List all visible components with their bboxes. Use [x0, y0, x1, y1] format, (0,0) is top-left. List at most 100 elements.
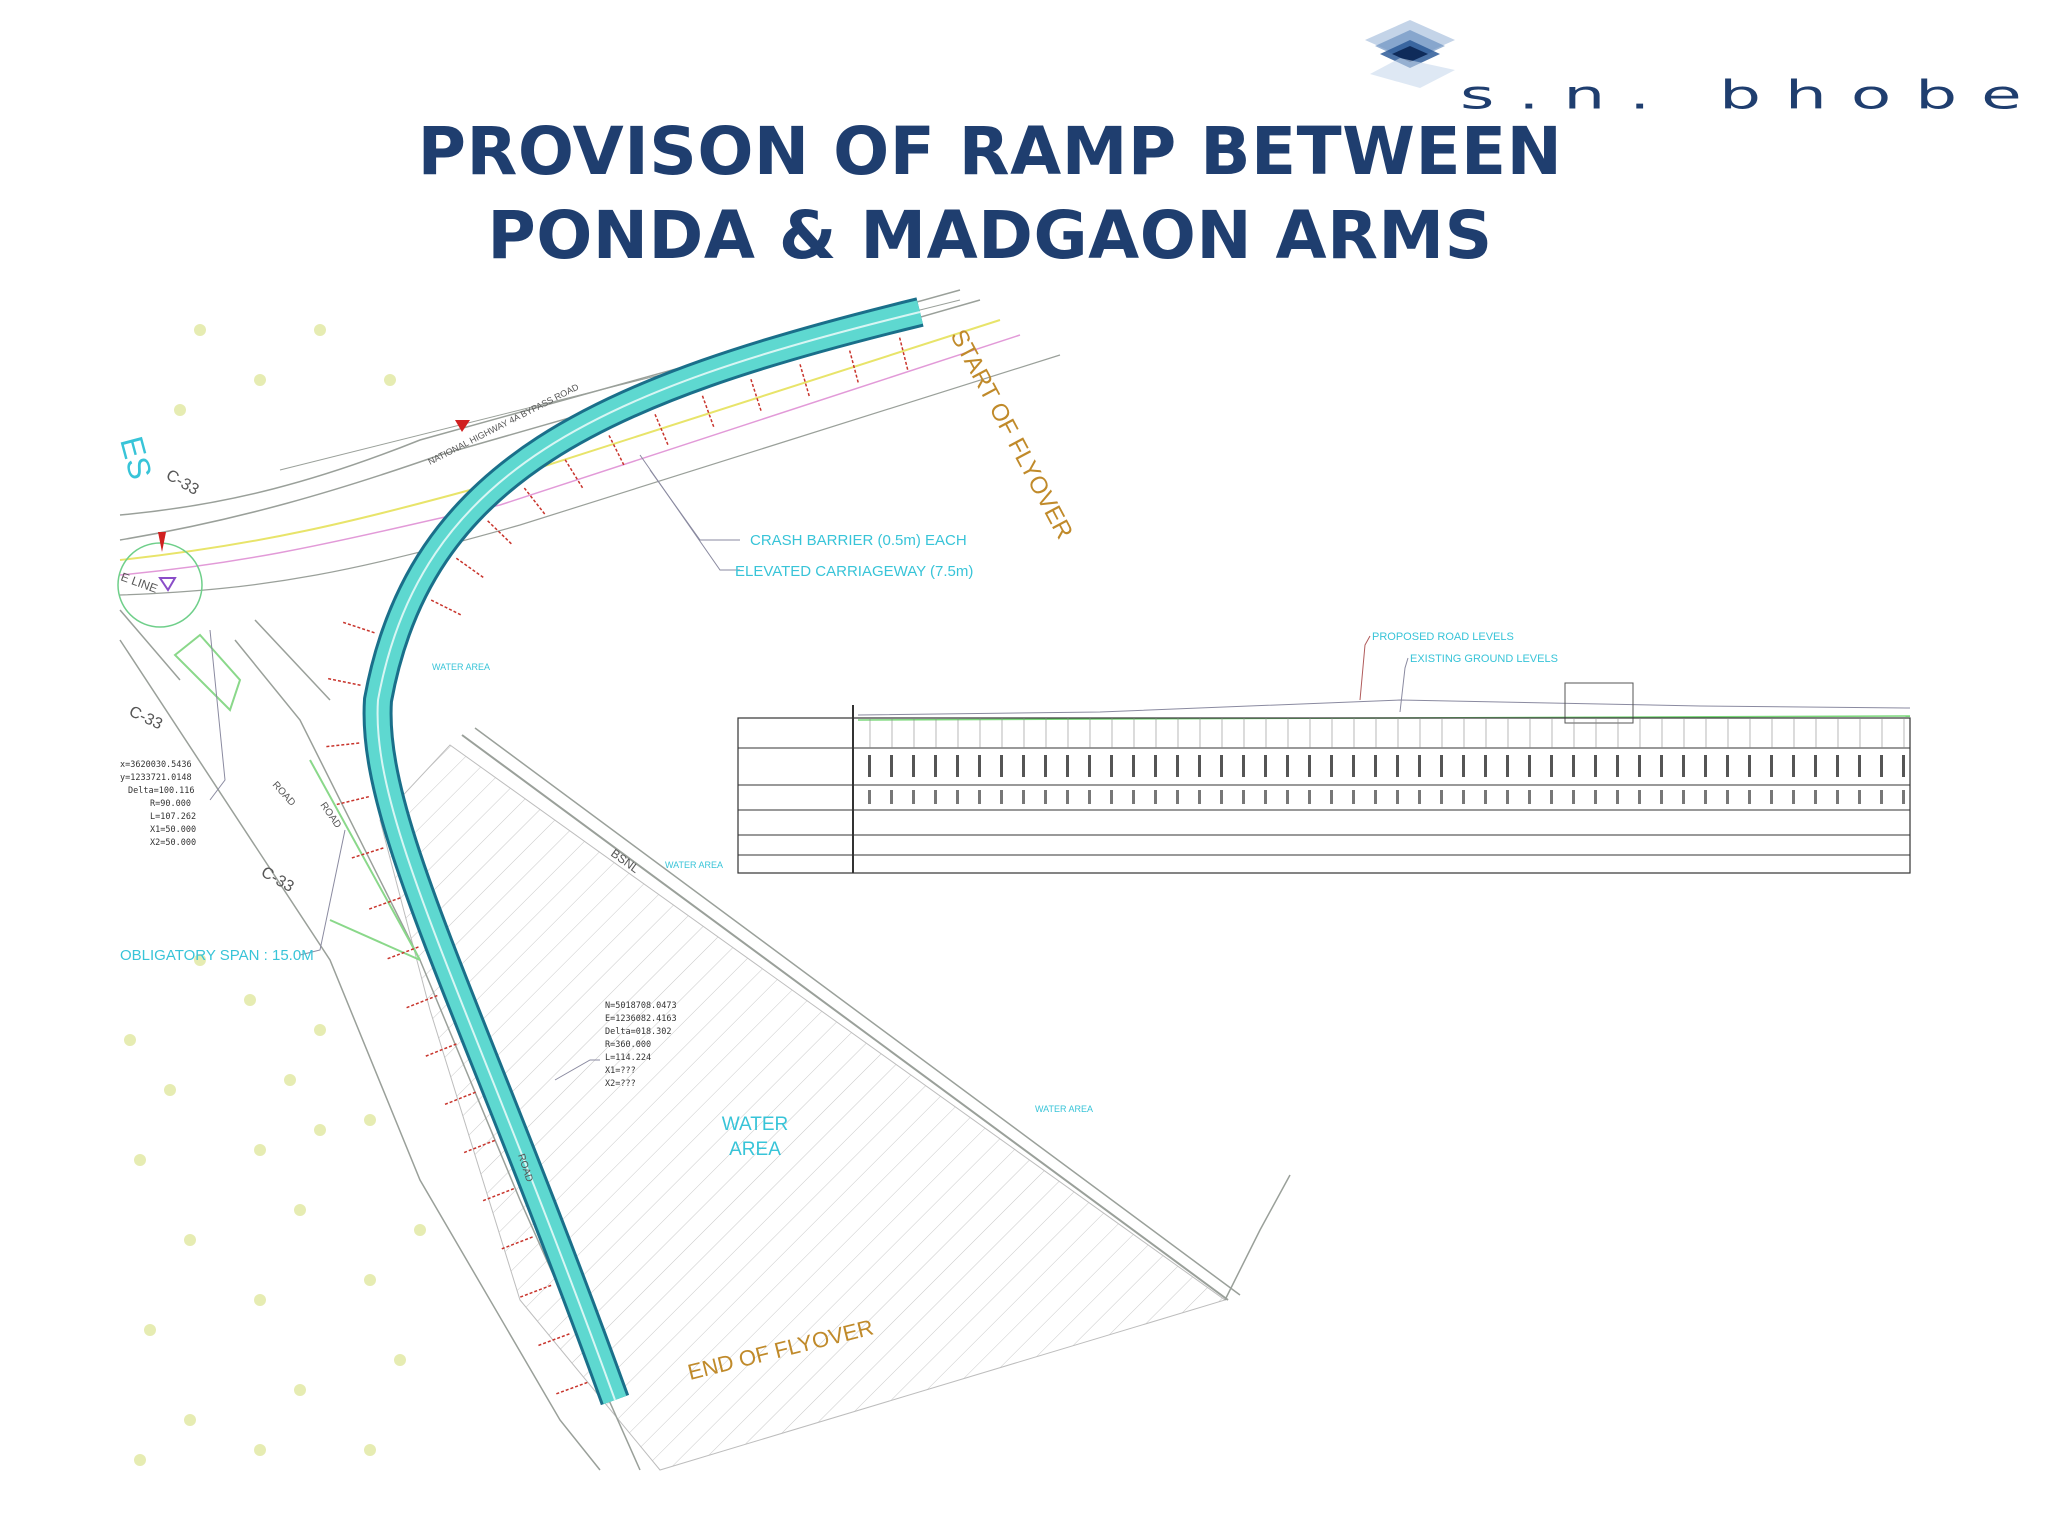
water-boundary-line: [1224, 1174, 1291, 1301]
profile-value-mark: [1066, 755, 1069, 777]
tree-icon: [294, 1204, 306, 1216]
curve1-leader: [209, 629, 226, 801]
chainage-tick: [750, 379, 763, 413]
profile-value-mark: [912, 755, 915, 777]
chainage-tick: [455, 557, 486, 580]
profile-value-mark: [1110, 790, 1113, 804]
profile-value-mark: [1594, 790, 1597, 804]
profile-value-mark: [1374, 755, 1377, 777]
profile-value-mark: [1154, 755, 1157, 777]
chainage-tick: [385, 946, 419, 961]
crash-barrier-label: CRASH BARRIER (0.5m) EACH: [750, 532, 967, 549]
tree-icon: [284, 1074, 296, 1086]
chainage-tick: [898, 337, 909, 372]
profile-value-mark: [1594, 755, 1597, 777]
profile-value-mark: [1066, 790, 1069, 804]
tree-icon: [364, 1274, 376, 1286]
chainage-tick: [423, 1043, 457, 1058]
tree-icon: [314, 1024, 326, 1036]
curve2-data-line: E=1236082.4163: [605, 1014, 677, 1024]
profile-value-mark: [1572, 755, 1575, 777]
profile-value-mark: [1264, 790, 1267, 804]
bsnl-road-edge-2: [474, 727, 1241, 1296]
tree-icon: [384, 374, 396, 386]
profile-value-mark: [1154, 790, 1157, 804]
profile-value-mark: [1902, 790, 1905, 804]
profile-value-mark: [868, 755, 871, 777]
profile-value-mark: [1462, 755, 1465, 777]
profile-value-mark: [1506, 755, 1509, 777]
profile-value-mark: [1176, 755, 1179, 777]
chainage-tick: [564, 459, 585, 490]
profile-value-mark: [1396, 790, 1399, 804]
span-leader: [299, 829, 346, 956]
profile-value-mark: [1352, 755, 1355, 777]
profile-value-mark: [1506, 790, 1509, 804]
curve1-data-line: R=90.000: [150, 799, 191, 809]
profile-value-mark: [1220, 790, 1223, 804]
tree-icon: [144, 1324, 156, 1336]
tree-icon: [254, 1444, 266, 1456]
curve1-data-line: X2=50.000: [150, 838, 196, 848]
chainage-ticks: [324, 337, 909, 1396]
road-label-1: ROAD: [270, 780, 298, 809]
profile-value-mark: [934, 790, 937, 804]
profile-value-mark: [1418, 790, 1421, 804]
survey-marker-icon: [158, 577, 177, 592]
tree-icon: [254, 1144, 266, 1156]
profile-value-mark: [1044, 755, 1047, 777]
chainage-tick: [701, 395, 716, 429]
pointer-arrow-icon: [158, 532, 166, 552]
profile-value-mark: [1726, 755, 1729, 777]
profile-value-mark: [1088, 790, 1091, 804]
profile-value-mark: [1044, 790, 1047, 804]
roundabout-circle: [117, 542, 203, 628]
profile-value-mark: [1770, 755, 1773, 777]
highway-lines: [119, 289, 1061, 596]
chainage-tick: [324, 742, 360, 748]
profile-value-mark: [978, 790, 981, 804]
profile-value-mark: [1792, 790, 1795, 804]
green-island: [173, 633, 421, 961]
profile-value-mark: [1242, 790, 1245, 804]
water-area-small-2: WATER AREA: [665, 860, 723, 870]
profile-value-mark: [1396, 755, 1399, 777]
profile-value-mark: [1572, 790, 1575, 804]
chainage-tick: [799, 364, 811, 399]
tree-icon: [134, 1454, 146, 1466]
chainage-tick: [341, 621, 375, 634]
proposed-levels-label: PROPOSED ROAD LEVELS: [1372, 631, 1514, 643]
profile-value-mark: [890, 755, 893, 777]
chainage-tick: [487, 520, 514, 546]
tree-icon: [184, 1234, 196, 1246]
profile-value-mark: [1308, 755, 1311, 777]
curve1-data-line: x=3620030.5436: [120, 760, 192, 770]
profile-value-mark: [1616, 755, 1619, 777]
profile-value-mark: [978, 755, 981, 777]
profile-value-mark: [1880, 790, 1883, 804]
bsnl-road-edge-1: [461, 734, 1229, 1301]
longitudinal-profile: PROPOSED ROAD LEVELS EXISTING GROUND LEV…: [737, 631, 1911, 874]
crash-barrier-leader: [649, 469, 740, 541]
ramp-centerline: [376, 311, 921, 1401]
profile-value-mark: [1308, 790, 1311, 804]
tree-icon: [194, 324, 206, 336]
c33-label-2: C-33: [126, 703, 165, 733]
curve2-data-line: N=5018708.0473: [605, 1001, 677, 1011]
profile-value-mark: [1792, 755, 1795, 777]
profile-value-mark: [1484, 755, 1487, 777]
profile-value-mark: [1330, 755, 1333, 777]
tree-icon: [244, 994, 256, 1006]
tree-icon: [394, 1354, 406, 1366]
profile-value-mark: [1132, 755, 1135, 777]
chainage-tick: [334, 795, 370, 806]
profile-value-mark: [1528, 755, 1531, 777]
chainage-tick: [442, 1091, 476, 1106]
profile-value-mark: [1770, 790, 1773, 804]
water-area-label-line1: WATER: [722, 1114, 789, 1135]
profile-value-mark: [1836, 790, 1839, 804]
curve2-data-line: R=360.000: [605, 1040, 651, 1050]
title-line-1: PROVISON OF RAMP BETWEEN: [417, 113, 1563, 190]
profile-value-mark: [1484, 790, 1487, 804]
